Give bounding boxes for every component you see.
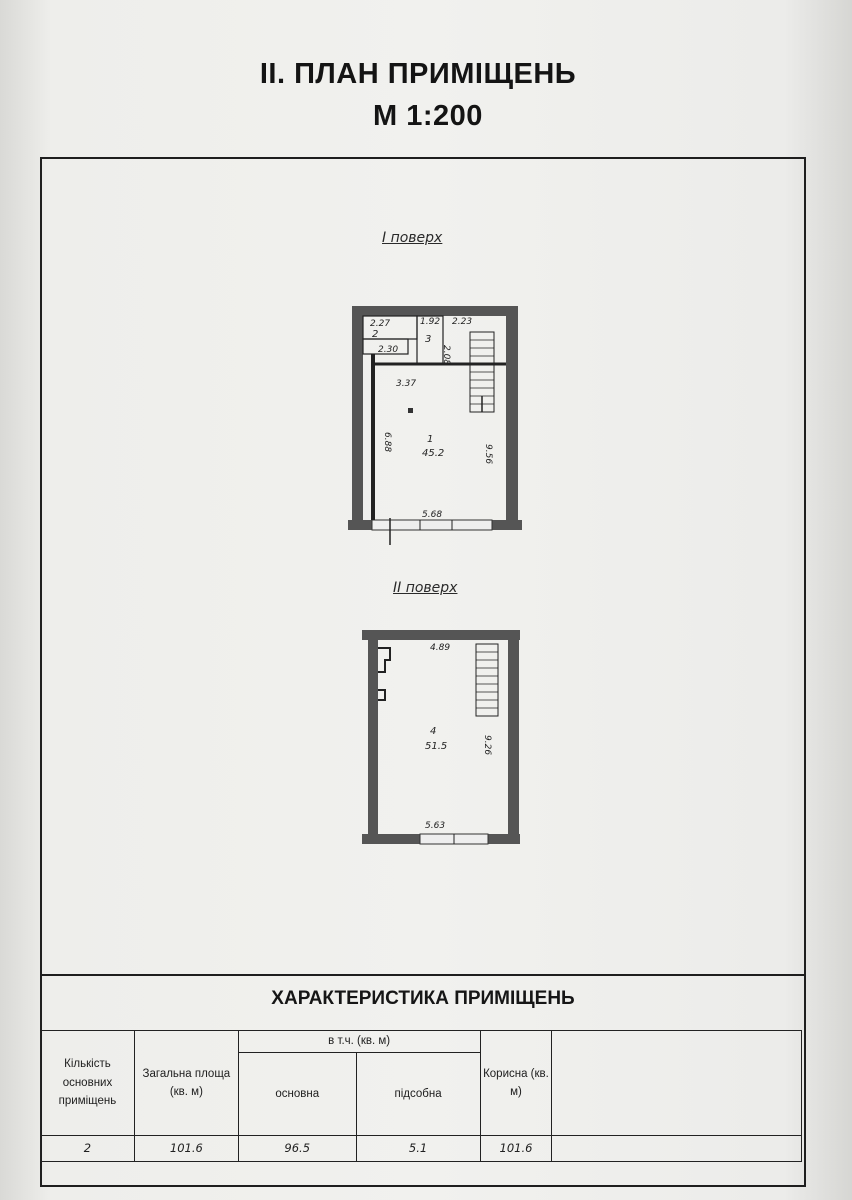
f1-dim-top-c: 2.23 <box>452 317 472 327</box>
f1-dim-stair-h: 2.08 <box>441 345 451 365</box>
f1-dim-bottom-w: 5.68 <box>422 510 442 520</box>
f2-room4-area: 51.5 <box>425 741 447 752</box>
f1-dim-top-b: 1.92 <box>420 317 440 327</box>
header-useful: Корисна (кв. м) <box>479 1030 553 1136</box>
f2-dim-bottom-w: 5.63 <box>425 821 445 831</box>
characteristics-table: Кількість основних приміщень Загальна пл… <box>40 1030 802 1162</box>
header-main: основна <box>237 1052 357 1136</box>
header-total: Загальна площа (кв. м) <box>133 1030 239 1136</box>
value-count: 2 <box>40 1135 135 1162</box>
characteristics-title: ХАРАКТЕРИСТИКА ПРИМІЩЕНЬ <box>271 988 575 1009</box>
document-title: II. ПЛАН ПРИМІЩЕНЬ <box>259 58 577 90</box>
f2-dim-right-h: 9.26 <box>482 735 492 755</box>
f1-dim-inner-w: 3.37 <box>396 379 416 389</box>
f1-room1-number: 1 <box>427 434 433 445</box>
f2-room4-number: 4 <box>430 726 436 737</box>
header-blank <box>551 1030 802 1136</box>
floor1-label: I поверх <box>382 230 443 246</box>
value-useful: 101.6 <box>479 1135 553 1162</box>
f1-room1-area: 45.2 <box>422 448 444 459</box>
value-total: 101.6 <box>133 1135 239 1162</box>
value-blank <box>551 1135 802 1162</box>
floor1-plan <box>348 306 522 545</box>
f2-dim-top-w: 4.89 <box>430 643 450 653</box>
f1-room3-number: 3 <box>425 334 431 345</box>
f1-dim-top-a: 2.27 <box>370 319 390 329</box>
document-scale: М 1:200 <box>373 100 483 132</box>
value-aux: 5.1 <box>355 1135 481 1162</box>
f1-dim-left-h: 6.88 <box>382 432 392 452</box>
header-incl: в т.ч. (кв. м) <box>237 1030 481 1053</box>
floor2-label: II поверх <box>393 580 458 596</box>
f1-dim-right-h: 9.56 <box>483 444 493 464</box>
f1-dim-small-w: 2.30 <box>378 345 398 355</box>
plan-frame <box>40 157 806 1187</box>
header-aux: підсобна <box>355 1052 481 1136</box>
header-count: Кількість основних приміщень <box>40 1030 135 1136</box>
f1-room2-number: 2 <box>372 329 378 340</box>
value-main: 96.5 <box>237 1135 357 1162</box>
floor2-plan <box>362 630 520 845</box>
